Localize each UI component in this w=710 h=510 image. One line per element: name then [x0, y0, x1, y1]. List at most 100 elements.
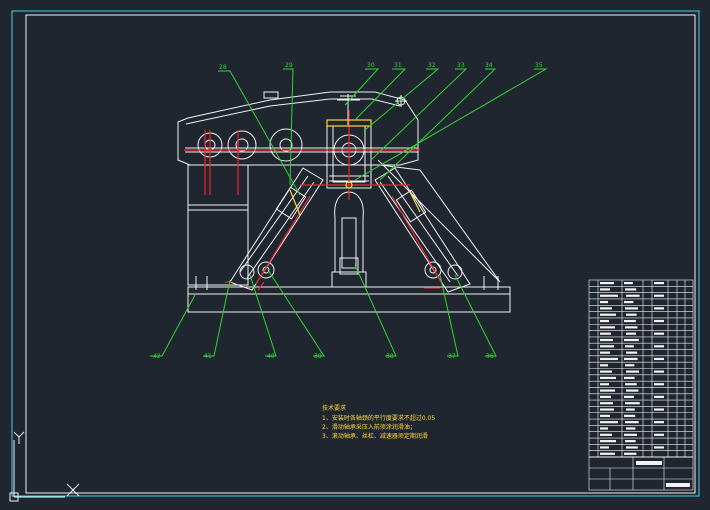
table-cell-fill	[626, 427, 636, 430]
table-cell-fill	[626, 313, 637, 316]
balloon-37: 37	[448, 353, 456, 360]
balloon-30: 30	[367, 62, 375, 69]
table-cell-fill	[626, 351, 638, 354]
balloon-35: 35	[535, 62, 543, 69]
balloon-38: 38	[386, 353, 394, 360]
table-cell-fill	[600, 282, 614, 285]
table-cell-fill	[626, 332, 636, 335]
vertical-column	[334, 218, 364, 272]
table-cell-fill	[600, 345, 614, 348]
gear-3	[269, 128, 303, 162]
table-cell-fill	[626, 294, 640, 297]
inner-frame	[25, 14, 696, 494]
ucs-icon	[9, 431, 80, 502]
table-cell-fill	[654, 345, 664, 348]
table-cell-fill	[624, 357, 638, 361]
table-cell-fill	[600, 414, 610, 417]
table-cell-fill	[600, 357, 618, 361]
table-cell-fill	[625, 402, 640, 405]
table-cell-fill	[600, 421, 618, 424]
table-cell-fill	[654, 383, 664, 386]
balloon-41: 41	[204, 353, 212, 360]
table-cell-fill	[600, 408, 614, 411]
centre-lines	[184, 110, 443, 291]
table-cell-fill	[600, 338, 613, 342]
table-cell-fill	[654, 370, 664, 373]
table-cell-fill	[600, 446, 609, 449]
table-cell-fill	[600, 307, 612, 310]
technical-notes: 技术要求 1、安装时各轴颈的平行度要求不超过0.05 2、滑动轴承采压入前须涂润…	[322, 404, 435, 440]
balloon-32: 32	[428, 62, 436, 69]
table-cell-fill	[654, 319, 664, 323]
balloon-28: 28	[219, 64, 227, 71]
table-cell-fill	[624, 433, 637, 436]
gearbox-housing	[177, 91, 419, 166]
table-cell-fill	[625, 326, 638, 329]
table-cell-fill	[600, 395, 611, 398]
table-cell-fill	[600, 300, 608, 304]
balloon-40: 40	[267, 353, 275, 360]
table-cell-fill	[654, 433, 664, 436]
table-cell-fill	[654, 421, 664, 424]
table-cell-fill	[600, 351, 610, 354]
table-cell-fill	[626, 446, 638, 449]
table-cell-fill	[600, 383, 609, 386]
table-cell-fill	[600, 440, 616, 443]
table-cell-fill	[624, 452, 637, 455]
table-cell-fill	[600, 319, 609, 323]
table-cell-fill	[600, 326, 615, 329]
table-cell-fill	[654, 294, 664, 297]
table-cell-fill	[624, 338, 639, 342]
table-cell-fill	[625, 440, 636, 443]
leader-lines	[150, 68, 548, 357]
table-cell-fill	[600, 370, 612, 373]
table-cell-fill	[624, 414, 636, 417]
notes-title: 技术要求	[322, 404, 346, 412]
balloon-33: 33	[457, 62, 465, 69]
balloon-36: 36	[486, 353, 494, 360]
table-cell-fill	[624, 282, 633, 285]
table-cell-fill	[600, 389, 615, 392]
table-cell-fill	[654, 282, 664, 285]
parts-list-entries	[600, 282, 664, 455]
table-cell-fill	[625, 421, 639, 424]
table-cell-fill	[600, 364, 608, 367]
table-cell-fill	[600, 433, 612, 436]
table-cell-fill	[654, 446, 664, 449]
table-cell-fill	[625, 288, 637, 291]
table-cell-fill	[654, 357, 664, 361]
balloon-34: 34	[485, 62, 493, 69]
table-cell-fill	[600, 376, 616, 380]
notes-item-2: 2、滑动轴承采压入前须涂润滑油；	[322, 423, 416, 431]
balloon-31: 31	[394, 62, 402, 69]
table-cell-fill	[625, 345, 634, 348]
notes-item-3: 3、滚动轴承、丝杠、减速器须定期润滑	[322, 432, 428, 440]
table-cell-fill	[624, 395, 634, 398]
gear-2	[227, 130, 257, 160]
table-cell-fill	[626, 370, 639, 373]
table-cell-fill	[600, 332, 611, 335]
highlight-accents	[289, 119, 421, 216]
table-cell-fill	[624, 376, 635, 380]
balloon-labels: 28 29 30 31 32 33 34 35 42 41 40 39 38 3…	[153, 62, 543, 360]
base-plate	[187, 286, 511, 313]
balloon-29: 29	[285, 62, 293, 69]
table-cell-fill	[626, 389, 639, 392]
table-cell-fill	[654, 307, 664, 310]
table-cell-fill	[625, 364, 635, 367]
outer-frame	[11, 10, 700, 497]
table-cell-fill	[600, 294, 618, 297]
balloon-39: 39	[314, 353, 322, 360]
table-cell-fill	[654, 395, 664, 398]
table-cell-fill	[600, 427, 608, 430]
table-cell-fill	[654, 408, 664, 411]
table-cell-fill	[654, 332, 664, 335]
table-cell-fill	[600, 402, 613, 405]
table-cell-fill	[600, 313, 616, 316]
mechanism-assembly	[177, 91, 511, 313]
left-arm	[229, 167, 324, 291]
table-cell-fill	[600, 452, 615, 455]
parts-list-table	[588, 279, 694, 491]
